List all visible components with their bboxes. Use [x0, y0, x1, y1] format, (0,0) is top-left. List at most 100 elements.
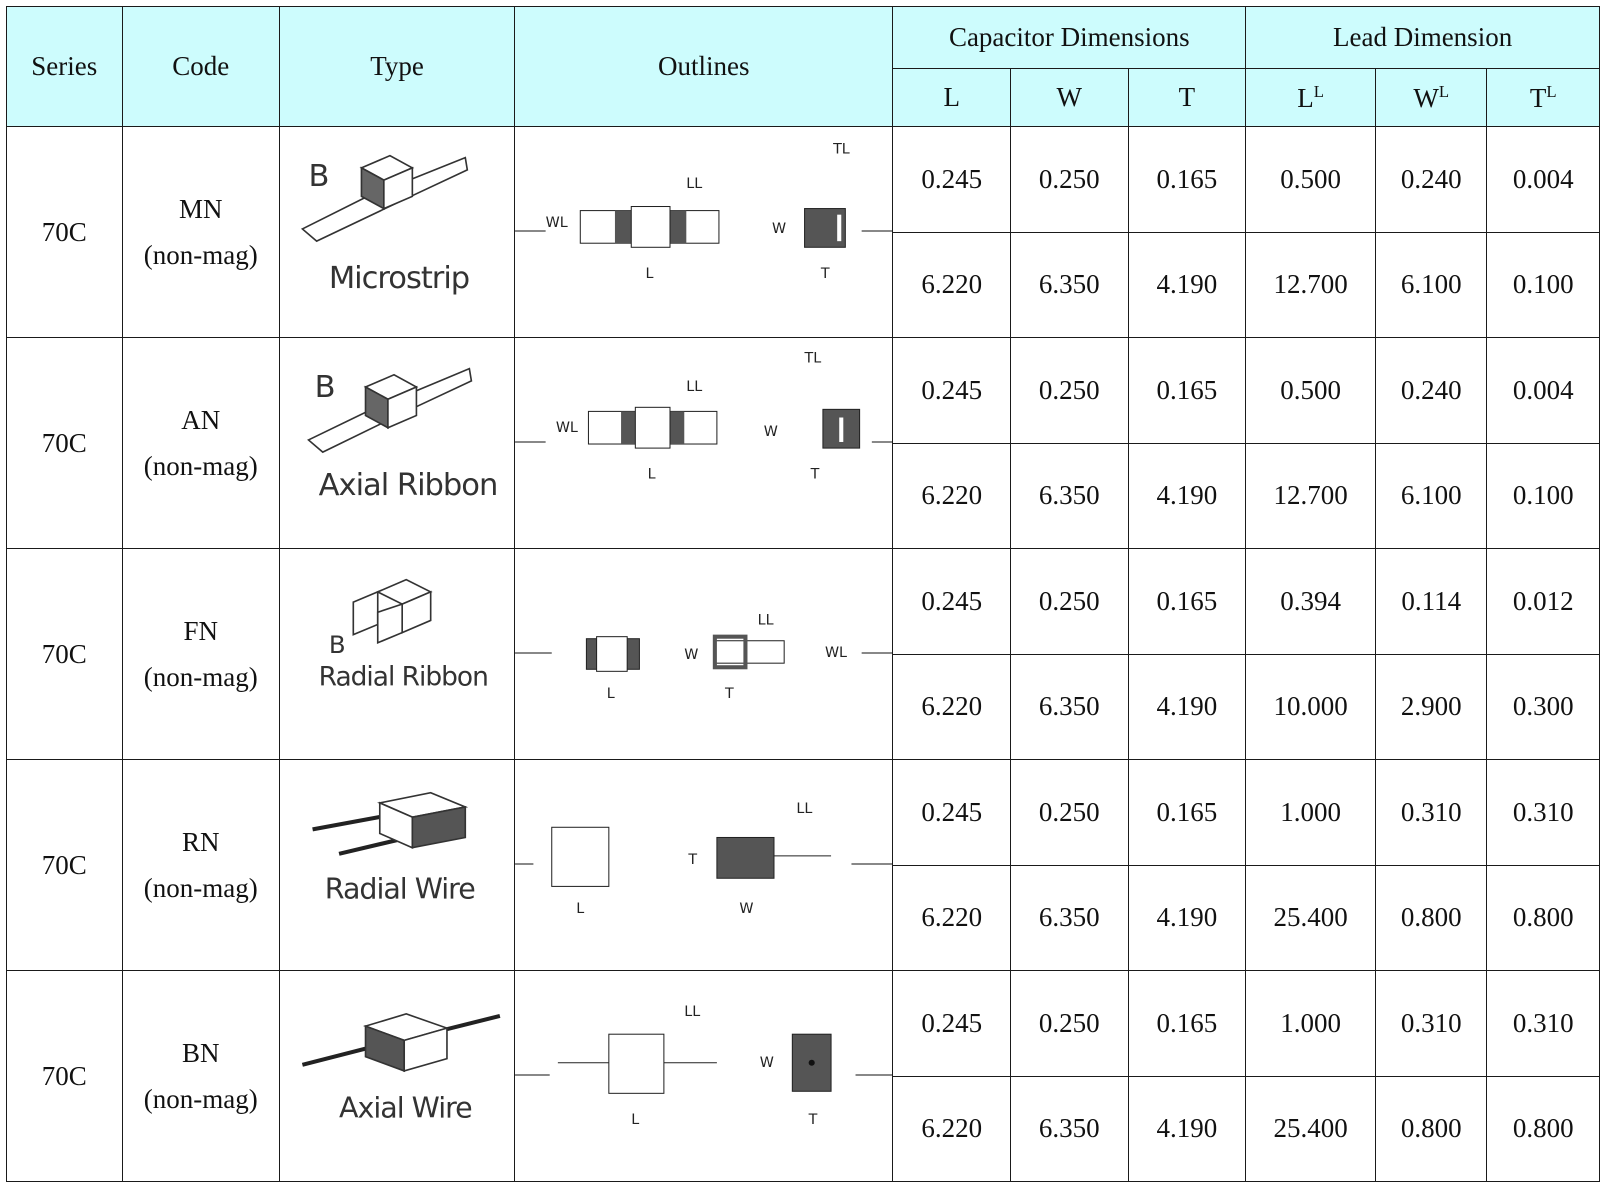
value-lead-l-inch: 1.000 [1245, 970, 1377, 1077]
tl-label: TL [804, 350, 822, 366]
value-lead-t-mm: 0.800 [1486, 1075, 1600, 1182]
header-lead-w-base: W [1413, 82, 1439, 113]
value-cap-t-inch: 0.165 [1127, 126, 1247, 233]
header-lead-l-sub: L [1313, 81, 1324, 101]
radial-ribbon-icon: B Radial Ribbon [319, 578, 489, 693]
wl-label: WL [546, 215, 568, 231]
microstrip-icon: B Microstrip [300, 154, 470, 296]
code-value: MN [179, 194, 223, 224]
t-label: T [810, 467, 820, 483]
radial-ribbon-outline-drawing: L W T LL WL [515, 612, 892, 702]
type-label: Microstrip [329, 261, 469, 296]
t-label: T [687, 852, 697, 868]
value-lead-l-inch: 0.500 [1245, 126, 1377, 233]
table-row: 70C BN (non-mag) Axial Wire L LL W T 0.245… [6, 970, 1600, 1182]
t-label: T [724, 686, 734, 702]
t-label: T [820, 266, 830, 282]
value-cap-w-inch: 0.250 [1010, 126, 1129, 233]
ll-label: LL [686, 379, 702, 395]
series-cell: 70C [6, 337, 123, 549]
header-lead-t-sub: L [1546, 81, 1557, 101]
ll-label: LL [797, 801, 813, 817]
axial-ribbon-icon: B Axial Ribbon [307, 367, 498, 503]
code-note: (non-mag) [143, 1084, 258, 1114]
code-cell: MN (non-mag) [121, 126, 280, 338]
value-cap-w-mm: 6.350 [1010, 231, 1129, 338]
value-cap-w-mm: 6.350 [1010, 653, 1129, 760]
radial-wire-icon: Radial Wire [312, 791, 476, 906]
outline-cell: L LL W T [514, 970, 894, 1182]
header-cap-l: L [892, 68, 1011, 127]
type-label: Axial Wire [339, 1092, 472, 1125]
header-outlines: Outlines [514, 6, 894, 127]
value-cap-w-mm: 6.350 [1010, 1075, 1129, 1182]
value-lead-w-mm: 2.900 [1375, 653, 1488, 760]
value-cap-t-inch: 0.165 [1127, 337, 1247, 444]
value-lead-t-inch: 0.310 [1486, 970, 1600, 1077]
value-cap-l-mm: 6.220 [892, 231, 1011, 338]
value-cap-l-mm: 6.220 [892, 1075, 1011, 1182]
code-note: (non-mag) [143, 873, 258, 903]
code-value: RN [182, 827, 220, 857]
axial-ribbon-outline-drawing: WL LL L W T TL [515, 350, 892, 483]
series-cell: 70C [6, 548, 123, 760]
type-cell: B Microstrip [278, 126, 516, 338]
w-label: W [764, 424, 778, 440]
value-lead-t-mm: 0.800 [1486, 864, 1600, 971]
code-note: (non-mag) [143, 451, 258, 481]
value-lead-t-inch: 0.310 [1486, 759, 1600, 866]
code-value: AN [181, 405, 221, 435]
value-lead-l-mm: 12.700 [1245, 231, 1377, 338]
outline-cell: WL LL L W T TL [514, 337, 894, 549]
value-lead-w-inch: 0.310 [1375, 759, 1488, 866]
value-cap-l-mm: 6.220 [892, 653, 1011, 760]
value-cap-t-mm: 4.190 [1127, 1075, 1247, 1182]
value-cap-l-inch: 0.245 [892, 337, 1011, 444]
value-lead-t-inch: 0.004 [1486, 126, 1600, 233]
series-cell: 70C [6, 970, 123, 1182]
code-cell: RN (non-mag) [121, 759, 280, 971]
axial-wire-icon: Axial Wire [301, 1013, 501, 1125]
value-lead-t-inch: 0.012 [1486, 548, 1600, 655]
value-cap-w-mm: 6.350 [1010, 442, 1129, 549]
value-cap-l-inch: 0.245 [892, 548, 1011, 655]
l-label: L [648, 467, 656, 483]
code-value: BN [182, 1038, 220, 1068]
value-cap-l-inch: 0.245 [892, 970, 1011, 1077]
ll-label: LL [684, 1004, 700, 1020]
header-type: Type [278, 6, 516, 127]
header-lead-t-base: T [1529, 82, 1547, 113]
value-lead-l-mm: 25.400 [1245, 1075, 1377, 1182]
b-label: B [315, 370, 336, 405]
code-note: (non-mag) [143, 240, 258, 270]
value-cap-w-mm: 6.350 [1010, 864, 1129, 971]
header-lead-l-base: L [1297, 82, 1314, 113]
type-label: Radial Wire [325, 873, 475, 906]
value-lead-l-mm: 12.700 [1245, 442, 1377, 549]
value-lead-t-mm: 0.300 [1486, 653, 1600, 760]
code-cell: AN (non-mag) [121, 337, 280, 549]
w-label: W [772, 221, 786, 237]
value-lead-w-mm: 0.800 [1375, 864, 1488, 971]
t-label: T [808, 1112, 818, 1128]
l-label: L [576, 901, 584, 917]
type-cell: Radial Wire [278, 759, 516, 971]
header-cap-t: T [1127, 68, 1247, 127]
type-cell: B Radial Ribbon [278, 548, 516, 760]
value-lead-w-mm: 6.100 [1375, 231, 1488, 338]
series-cell: 70C [6, 126, 123, 338]
value-lead-w-mm: 0.800 [1375, 1075, 1488, 1182]
type-label: Axial Ribbon [319, 468, 498, 503]
capacitor-spec-table: Series Code Type Outlines Capacitor Dime… [6, 6, 1600, 1182]
value-lead-t-inch: 0.004 [1486, 337, 1600, 444]
value-lead-w-inch: 0.240 [1375, 126, 1488, 233]
value-lead-t-mm: 0.100 [1486, 231, 1600, 338]
value-lead-l-inch: 1.000 [1245, 759, 1377, 866]
value-cap-t-mm: 4.190 [1127, 231, 1247, 338]
type-cell: Axial Wire [278, 970, 516, 1182]
value-cap-w-inch: 0.250 [1010, 337, 1129, 444]
